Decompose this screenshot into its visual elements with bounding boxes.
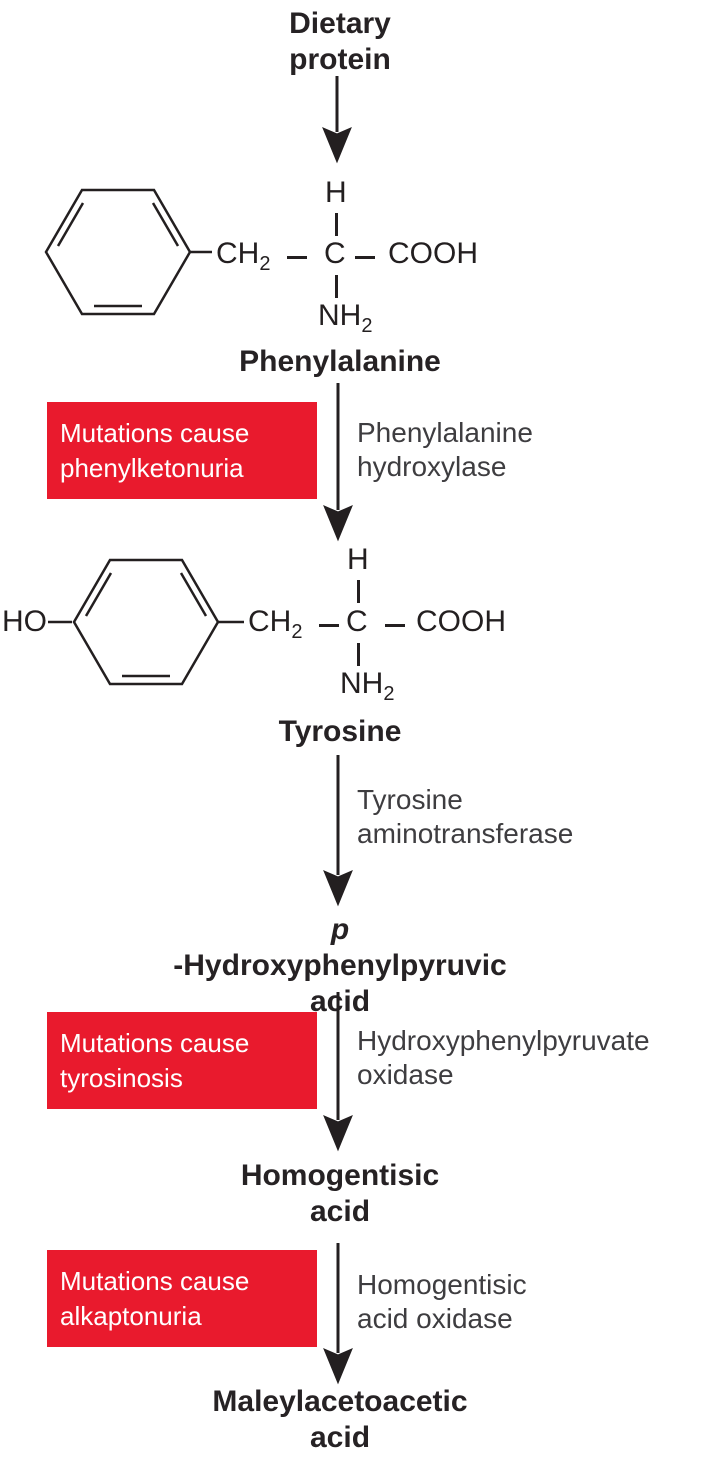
enzyme-phenylalanine-hydroxylase-line1: Phenylalanine — [357, 417, 533, 448]
flow-arrow-4 — [323, 992, 353, 1152]
metabolite-phpp-line1: p-Hydroxyphenylpyruvic — [0, 912, 680, 984]
tyr-alpha-carbon: C — [346, 605, 368, 638]
phe-nh2-group: NH2 — [318, 299, 373, 337]
metabolite-homogentisic-acid: Homogentisic acid — [0, 1158, 680, 1230]
enzyme-homogentisic-acid-oxidase-line1: Homogentisic — [357, 1269, 527, 1300]
mutation-box-phenylketonuria-line1: Mutations cause — [60, 417, 250, 448]
enzyme-phenylalanine-hydroxylase-line2: hydroxylase — [357, 451, 507, 482]
phe-bond-c-cooh — [355, 256, 375, 259]
mutation-box-tyrosinosis-line2: tyrosinosis — [60, 1062, 183, 1093]
metabolite-phpp-rest: -Hydroxyphenylpyruvic — [173, 949, 507, 982]
enzyme-tyrosine-aminotransferase-line1: Tyrosine — [357, 784, 463, 815]
tyr-nh2-subscript: 2 — [383, 683, 395, 705]
metabolite-tyrosine: Tyrosine — [0, 714, 680, 750]
metabolite-phpp-line2: acid — [309, 985, 371, 1018]
phe-ch2-group: CH2 — [216, 237, 271, 275]
phe-nh2-subscript: 2 — [361, 315, 373, 337]
tyr-nh2-group: NH2 — [340, 667, 395, 705]
flow-arrow-2 — [323, 383, 353, 542]
phe-ch2-subscript: 2 — [259, 253, 271, 275]
phe-nh2-base: NH — [318, 299, 362, 332]
tyr-ch2-base: CH — [248, 605, 292, 638]
benzene-ring-tyrosine — [48, 558, 244, 686]
flow-arrow-3 — [323, 755, 353, 907]
mutation-box-alkaptonuria-line2: alkaptonuria — [60, 1300, 202, 1331]
phe-bond-h-c — [335, 213, 338, 236]
enzyme-hydroxyphenylpyruvate-oxidase: Hydroxyphenylpyruvate oxidase — [357, 1024, 650, 1092]
mutation-box-phenylketonuria-line2: phenylketonuria — [60, 452, 244, 483]
metabolite-phpp-italic-p: p — [330, 913, 350, 946]
metabolite-dietary-protein-line1: Dietary — [289, 7, 391, 40]
enzyme-tyrosine-aminotransferase-line2: aminotransferase — [357, 818, 574, 849]
mutation-box-tyrosinosis: Mutations cause tyrosinosis — [47, 1012, 317, 1109]
tyr-ho-group: HO — [2, 605, 47, 638]
tyr-bond-c-cooh — [385, 624, 405, 627]
metabolite-maleylacetoacetic-line1: Maleylacetoacetic — [212, 1385, 468, 1418]
phe-cooh-group: COOH — [388, 237, 478, 270]
tyr-ch2-subscript: 2 — [291, 621, 303, 643]
flow-arrow-5 — [323, 1243, 353, 1385]
phe-bond-ch2-c — [287, 256, 307, 259]
tyr-cooh-group: COOH — [416, 605, 506, 638]
tyr-bond-c-nh2 — [357, 643, 360, 666]
phe-alpha-carbon: C — [324, 237, 346, 270]
mutation-box-phenylketonuria: Mutations cause phenylketonuria — [47, 402, 317, 499]
enzyme-homogentisic-acid-oxidase: Homogentisic acid oxidase — [357, 1268, 527, 1336]
mutation-box-alkaptonuria-line1: Mutations cause — [60, 1265, 250, 1296]
metabolite-homogentisic-line1: Homogentisic — [240, 1159, 440, 1192]
enzyme-hydroxyphenylpyruvate-oxidase-line2: oxidase — [357, 1059, 454, 1090]
phe-ch2-base: CH — [216, 237, 260, 270]
enzyme-hydroxyphenylpyruvate-oxidase-line1: Hydroxyphenylpyruvate — [357, 1025, 650, 1056]
metabolite-phenylalanine-label: Phenylalanine — [239, 345, 441, 378]
metabolite-phenylalanine: Phenylalanine — [0, 344, 680, 380]
flow-arrow-1 — [322, 76, 352, 164]
metabolite-maleylacetoacetic-acid: Maleylacetoacetic acid — [0, 1384, 680, 1456]
phe-bond-c-nh2 — [335, 275, 338, 298]
mutation-box-tyrosinosis-line1: Mutations cause — [60, 1027, 250, 1058]
metabolite-tyrosine-label: Tyrosine — [278, 715, 402, 748]
tyr-nh2-base: NH — [340, 667, 384, 700]
enzyme-homogentisic-acid-oxidase-line2: acid oxidase — [357, 1303, 513, 1334]
metabolite-dietary-protein: Dietary protein — [0, 6, 680, 78]
phe-hydrogen: H — [325, 176, 347, 209]
mutation-box-alkaptonuria: Mutations cause alkaptonuria — [47, 1250, 317, 1347]
metabolite-maleylacetoacetic-line2: acid — [309, 1421, 371, 1454]
enzyme-tyrosine-aminotransferase: Tyrosine aminotransferase — [357, 783, 573, 851]
tyr-ch2-group: CH2 — [248, 605, 303, 643]
tyr-bond-h-c — [357, 580, 360, 603]
metabolite-p-hydroxyphenylpyruvic-acid: p-Hydroxyphenylpyruvic acid — [0, 912, 680, 1020]
tyr-hydrogen: H — [347, 543, 369, 576]
enzyme-phenylalanine-hydroxylase: Phenylalanine hydroxylase — [357, 416, 533, 484]
benzene-ring-phenylalanine — [44, 188, 212, 316]
metabolite-homogentisic-line2: acid — [309, 1195, 371, 1228]
tyr-bond-ch2-c — [319, 624, 339, 627]
metabolite-dietary-protein-line2: protein — [289, 43, 391, 76]
